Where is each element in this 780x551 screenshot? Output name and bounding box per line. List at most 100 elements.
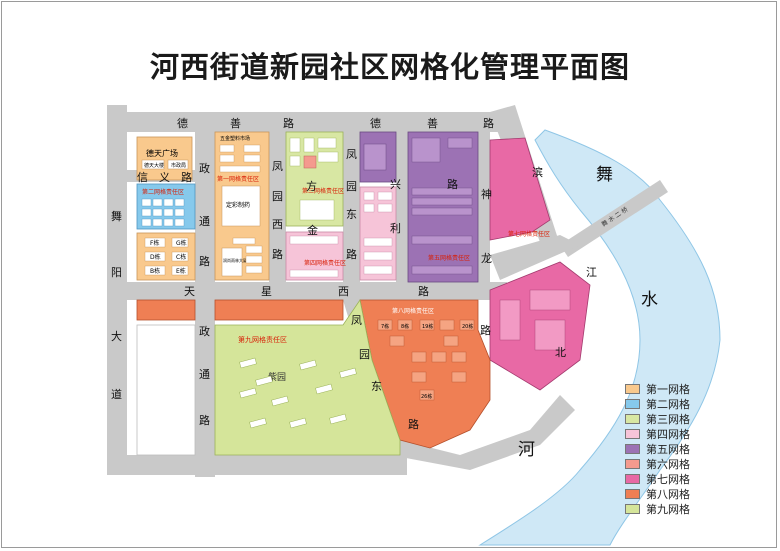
legend-item: 第四网格 bbox=[625, 426, 735, 441]
road-fengyuandong-lower-1: 凤 bbox=[351, 314, 362, 327]
block-d: D栋 bbox=[150, 253, 161, 261]
road-xingli-2: 利 bbox=[390, 222, 401, 235]
legend-item: 第三网格 bbox=[625, 411, 735, 426]
place-dingcai: 定彩制药 bbox=[226, 201, 250, 209]
road-deshan-1: 德 bbox=[177, 116, 188, 130]
legend-label: 第一网格 bbox=[646, 382, 690, 396]
legend-item: 第九网格 bbox=[625, 501, 735, 516]
block-g: G栋 bbox=[176, 239, 187, 247]
legend-label: 第五网格 bbox=[646, 442, 690, 456]
legend-label: 第八网格 bbox=[646, 487, 690, 501]
river-label-wu: 舞 bbox=[596, 165, 613, 185]
road-fengyuanxi-3: 西 bbox=[272, 218, 283, 231]
grid8-buildings bbox=[377, 319, 475, 401]
place-detian-sub1: 德天大楼 bbox=[144, 162, 164, 169]
detian-sub1-block bbox=[141, 159, 165, 170]
road-fengyuandong-lower-2: 园 bbox=[359, 348, 370, 361]
legend-swatch bbox=[625, 503, 640, 514]
road-shenlong-2: 龙 bbox=[481, 252, 492, 265]
road-binjiang-2: 江 bbox=[586, 266, 597, 279]
road-deshan-3: 路 bbox=[283, 117, 294, 130]
legend-swatch bbox=[625, 443, 640, 454]
legend-item: 第二网格 bbox=[625, 396, 735, 411]
road-fengyuandong-lower-3: 东 bbox=[371, 380, 382, 393]
road-fang: 方 bbox=[306, 179, 317, 193]
grid4-buildings bbox=[289, 235, 339, 278]
grid3-buildings bbox=[289, 137, 339, 221]
block-26: 26栋 bbox=[421, 393, 432, 400]
road-wuyang-1: 舞 bbox=[111, 210, 122, 223]
river-label-shui: 水 bbox=[641, 290, 658, 310]
road-dadao-1: 大 bbox=[111, 329, 122, 343]
detian-sub2-block bbox=[167, 159, 189, 170]
road-fengyuanxi-4: 路 bbox=[272, 248, 283, 261]
road-tianxing-2: 星 bbox=[261, 285, 272, 298]
road-fengyuanxi-2: 园 bbox=[272, 190, 283, 203]
legend-swatch bbox=[625, 428, 640, 439]
road-binjiang-4: 路 bbox=[480, 324, 491, 337]
road-zhengtong-2: 通 bbox=[199, 215, 210, 228]
grid2-label: 第二网格责任区 bbox=[142, 188, 184, 196]
legend-item: 第六网格 bbox=[625, 456, 735, 471]
road-wuyang-2: 阳 bbox=[111, 266, 122, 279]
legend: 第一网格 第二网格 第三网格 第四网格 第五网格 第六网格 第七网格 第八网格 … bbox=[625, 381, 735, 516]
road-tianxing-4: 路 bbox=[418, 285, 429, 298]
legend-item: 第七网格 bbox=[625, 471, 735, 486]
grid4-label: 第四网格责任区 bbox=[304, 259, 346, 267]
grid1-left-lower-buildings bbox=[144, 237, 189, 276]
road-fengyuanxi-1: 凤 bbox=[272, 160, 283, 173]
place-runshang: 润尚雨林大厦 bbox=[223, 257, 247, 263]
road-fengyuandong-lower-4: 路 bbox=[408, 418, 419, 431]
grid3-label: 第三网格责任区 bbox=[302, 187, 344, 195]
legend-swatch bbox=[625, 488, 640, 499]
block-b: B栋 bbox=[150, 267, 160, 275]
road-xinyi: 信 义 路 bbox=[137, 171, 192, 184]
bridge bbox=[560, 180, 668, 257]
road-binjiang-1: 滨 bbox=[532, 165, 543, 179]
dingcai-block bbox=[221, 185, 261, 227]
grid9-area bbox=[214, 298, 401, 456]
grid8-strip-mid bbox=[214, 299, 344, 321]
river-label-he: 河 bbox=[518, 440, 535, 460]
river bbox=[478, 129, 721, 546]
grid9-label: 第九网格责任区 bbox=[238, 335, 287, 344]
legend-label: 第七网格 bbox=[646, 472, 690, 486]
block-8: 8栋 bbox=[401, 323, 409, 330]
block-20: 20栋 bbox=[462, 323, 473, 330]
road-fengyuandong-1: 凤 bbox=[346, 148, 357, 161]
grid5-area-right bbox=[407, 131, 479, 283]
map-title: 河西街道新园社区网格化管理平面图 bbox=[149, 50, 630, 84]
legend-label: 第二网格 bbox=[646, 397, 690, 411]
legend-label: 第六网格 bbox=[646, 457, 690, 471]
legend-swatch bbox=[625, 398, 640, 409]
road-zhengtong-4: 政 bbox=[199, 324, 210, 338]
grid1-middle-buildings bbox=[219, 144, 263, 274]
grid6-block bbox=[303, 155, 317, 169]
road-xingli-1: 兴 bbox=[390, 178, 401, 191]
place-detian: 德天广场 bbox=[146, 148, 178, 158]
block-7: 7栋 bbox=[381, 323, 389, 330]
legend-label: 第九网格 bbox=[646, 502, 690, 516]
place-ziyuan: 紫园 bbox=[268, 372, 286, 383]
grid4-right-buildings bbox=[363, 191, 393, 275]
runshang-block bbox=[221, 247, 243, 277]
grid5-left-building bbox=[363, 143, 387, 171]
grid4-area-right bbox=[359, 186, 397, 281]
legend-swatch bbox=[625, 458, 640, 469]
block-19: 19栋 bbox=[422, 323, 433, 330]
legend-swatch bbox=[625, 473, 640, 484]
road-tianxing-1: 天 bbox=[184, 285, 195, 298]
tianxing-school-block bbox=[136, 324, 196, 456]
grid5-label: 第五网格责任区 bbox=[428, 254, 470, 262]
grid2-buildings bbox=[141, 198, 185, 227]
road-dadao-2: 道 bbox=[111, 387, 122, 401]
block-c: C栋 bbox=[176, 253, 186, 261]
road-zhengtong-3: 路 bbox=[199, 255, 210, 268]
road-deshan-4: 德 bbox=[370, 116, 381, 130]
block-e: E栋 bbox=[176, 267, 186, 275]
place-detian-sub2: 市政局 bbox=[171, 162, 186, 169]
road-deshan-2: 善 bbox=[230, 116, 241, 130]
grid7-label: 第七网格责任区 bbox=[508, 230, 550, 238]
grid1-label: 第一网格责任区 bbox=[217, 175, 259, 183]
